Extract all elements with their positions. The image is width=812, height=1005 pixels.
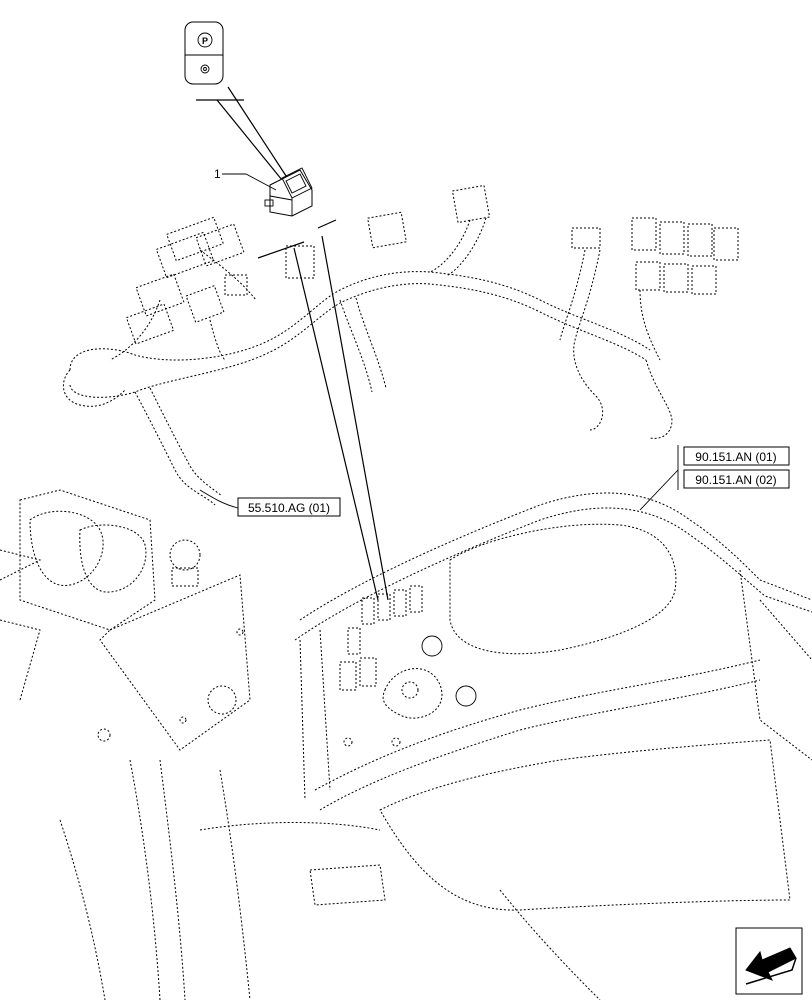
callout-1-label: 1 xyxy=(214,167,221,181)
arrow-left-icon[interactable] xyxy=(735,927,803,995)
dashboard-reference-label-2: 90.151.AN (02) xyxy=(695,473,776,487)
dashboard-reference-label-1: 90.151.AN (01) xyxy=(695,450,776,464)
dashboard-assembly xyxy=(59,492,812,1001)
wiring-harness xyxy=(62,184,739,506)
harness-reference-label: 55.510.AG (01) xyxy=(248,501,330,515)
parking-brake-switch-icon: P xyxy=(184,21,224,85)
fuse-relay-module xyxy=(0,489,251,751)
rocker-switch-part xyxy=(264,167,313,217)
switch-symbol-text: P xyxy=(202,36,208,46)
callout-1: 1 xyxy=(214,167,277,191)
dashboard-leader-lines xyxy=(257,219,389,601)
icon-leader-lines xyxy=(196,86,291,183)
harness-reference: 55.510.AG (01) xyxy=(199,489,341,517)
dashboard-references: 90.151.AN (01) 90.151.AN (02) xyxy=(639,445,790,511)
